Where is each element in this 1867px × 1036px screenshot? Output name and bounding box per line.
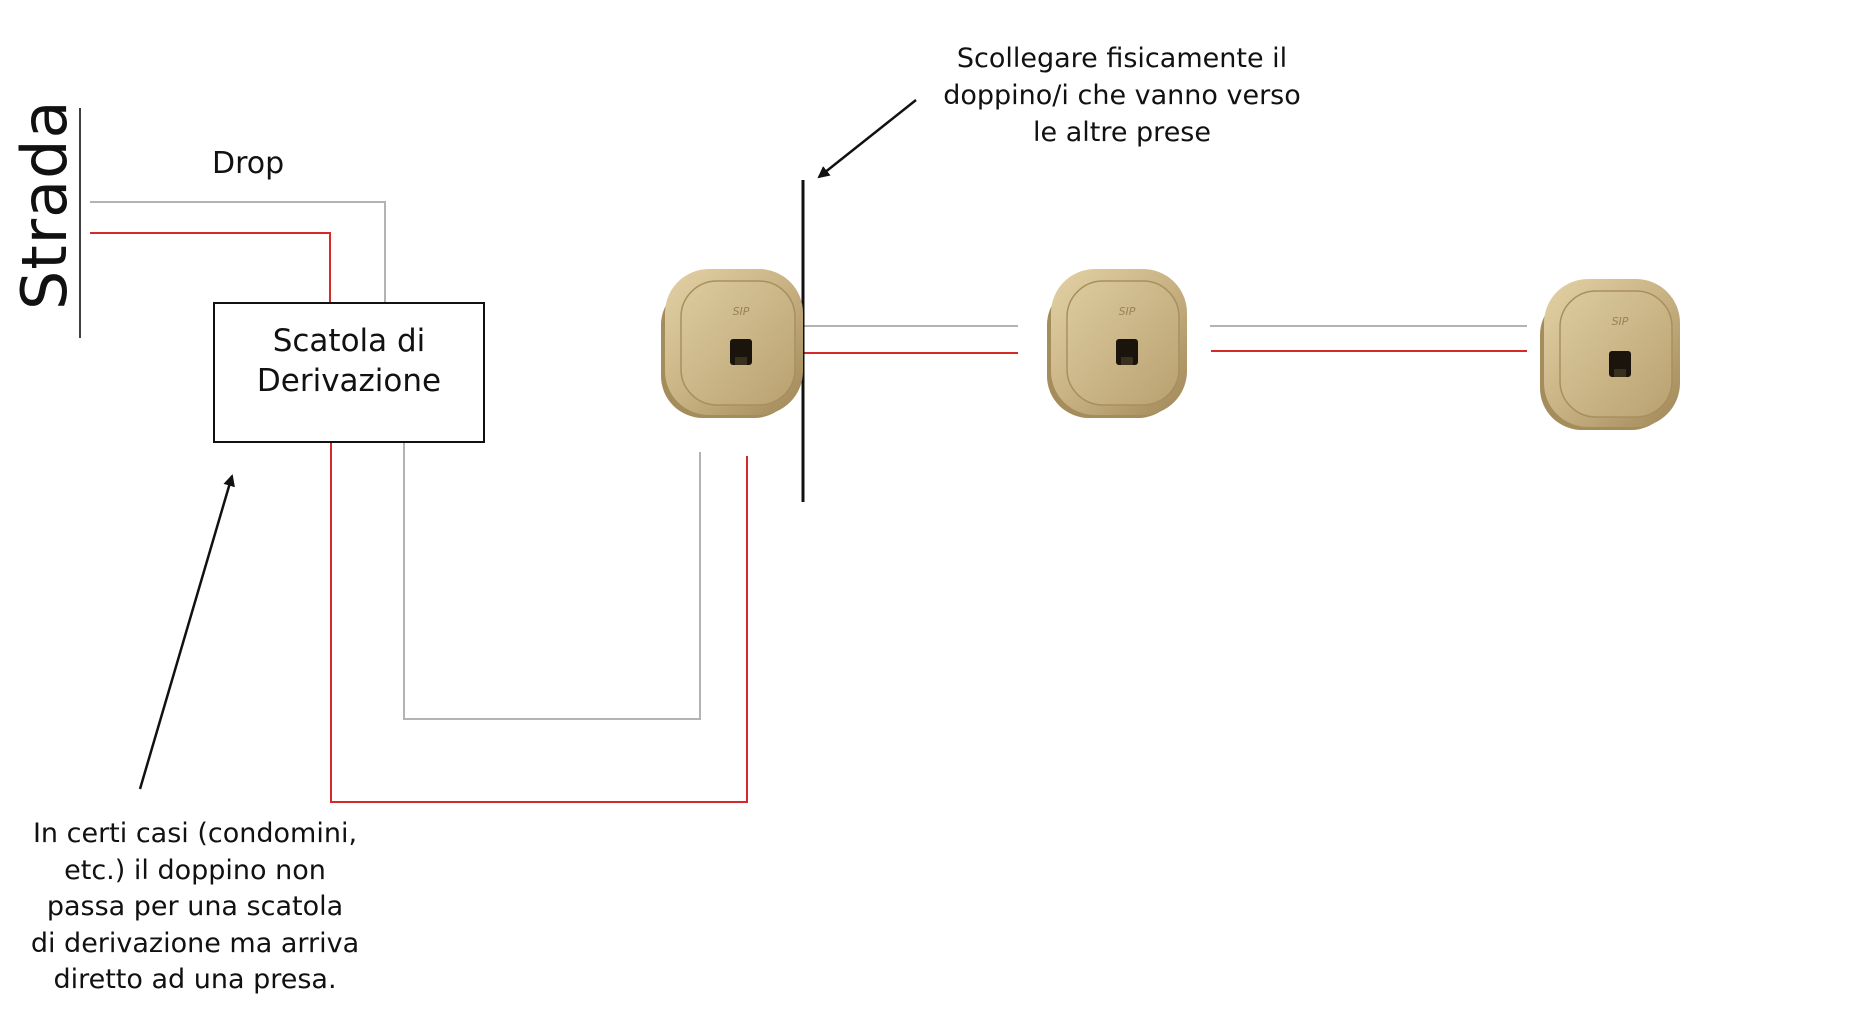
drop-wire-gray [90,201,386,302]
junction-box [213,302,485,443]
disconnect-note: Scollegare fisicamente il doppino/i che … [902,40,1342,151]
drop-label: Drop [212,146,285,181]
condo-note-line: passa per una scatola [46,891,344,922]
phone-socket-2: SIP [1047,269,1187,418]
street-label: Strada [8,99,81,311]
phone-socket-1: SIP [661,269,803,418]
socket-logo: SIP [1612,315,1629,328]
disconnect-note-line: doppino/i che vanno verso [943,80,1301,111]
wire-red-to-first-socket [330,443,748,803]
condo-note-line: diretto ad una presa. [53,964,337,995]
condo-note-line: In certi casi (condomini, [32,818,358,849]
condo-note-line: etc.) il doppino non [64,854,326,886]
condo-note-line: di derivazione ma arriva [30,927,360,959]
arrow-to-junction-box [138,474,235,790]
condo-note: In certi casi (condomini, etc.) il doppi… [0,816,390,999]
wire-gray-to-first-socket [403,443,701,720]
arrow-to-barrier [817,99,917,179]
junction-box-label-line: Scatola di [272,323,426,359]
phone-socket-3: SIP [1540,279,1680,430]
socket-logo: SIP [733,305,750,318]
junction-box-label-line: Derivazione [256,363,442,399]
disconnect-note-line: le altre prese [1033,117,1211,148]
disconnect-note-line: Scollegare fisicamente il [956,43,1288,74]
junction-box-label: Scatola di Derivazione [214,321,484,401]
socket-logo: SIP [1119,305,1136,318]
drop-wire-red [90,232,331,302]
